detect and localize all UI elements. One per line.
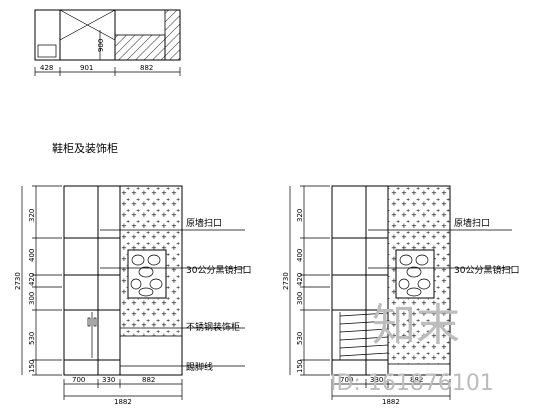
right-h1: 320 xyxy=(296,209,304,222)
watermark-logo-text: 知末 xyxy=(372,300,460,351)
left-door-handle xyxy=(87,317,91,327)
plan-step xyxy=(37,44,57,58)
left-door-handle xyxy=(93,317,97,327)
left-h4: 300 xyxy=(28,292,36,305)
plan-hatch xyxy=(164,9,181,61)
plan-dim-2: 901 xyxy=(80,64,93,72)
right-total-height: 2730 xyxy=(282,272,290,290)
left-total-height: 2730 xyxy=(14,272,22,290)
right-total-width: 1882 xyxy=(382,398,400,406)
plan-hatch xyxy=(114,34,166,61)
left-elevation: 2730 320 400 420 300 530 150 xyxy=(14,185,251,406)
drawing-title: 鞋柜及装饰柜 xyxy=(52,141,118,155)
left-label-3: 不锈钢装饰柜 xyxy=(186,321,240,333)
plan-cross xyxy=(59,9,116,41)
right-elevation: 2730 320 400 420 300 530 150 xyxy=(282,185,519,406)
plan-dim-3: 882 xyxy=(140,64,153,72)
left-w3: 882 xyxy=(142,376,155,384)
left-label-4: 踢脚线 xyxy=(186,361,213,373)
watermark-id: ID: 161876101 xyxy=(330,371,494,396)
right-w3: 882 xyxy=(410,376,423,384)
right-shoe-shelves xyxy=(339,312,389,360)
right-carved-screen-pattern xyxy=(398,254,431,297)
right-w1: 700 xyxy=(340,376,353,384)
right-h2: 400 xyxy=(296,249,304,262)
left-total-width: 1882 xyxy=(114,398,132,406)
right-h5: 530 xyxy=(296,332,304,345)
left-h1: 320 xyxy=(28,209,36,222)
left-label-2: 30公分黑镜扫口 xyxy=(186,264,251,276)
left-h6: 150 xyxy=(28,360,36,373)
left-h5: 530 xyxy=(28,332,36,345)
top-plan-view: 900 428 901 882 xyxy=(34,9,181,76)
left-w1: 700 xyxy=(72,376,85,384)
right-label-1: 原墙扫口 xyxy=(454,217,490,229)
left-label-1: 原墙扫口 xyxy=(186,217,222,229)
left-h3: 420 xyxy=(28,273,36,286)
right-h6: 150 xyxy=(296,360,304,373)
left-carved-screen xyxy=(127,249,167,299)
right-h3: 420 xyxy=(296,273,304,286)
plan-dim-1: 428 xyxy=(40,64,53,72)
right-label-2: 30公分黑镜扫口 xyxy=(454,264,519,276)
right-carved-screen xyxy=(395,249,435,299)
left-carved-screen-pattern xyxy=(130,254,163,297)
left-w2: 330 xyxy=(102,376,115,384)
plan-side-label: 900 xyxy=(97,39,105,52)
right-w2: 330 xyxy=(370,376,383,384)
right-h4: 300 xyxy=(296,292,304,305)
left-h2: 400 xyxy=(28,249,36,262)
